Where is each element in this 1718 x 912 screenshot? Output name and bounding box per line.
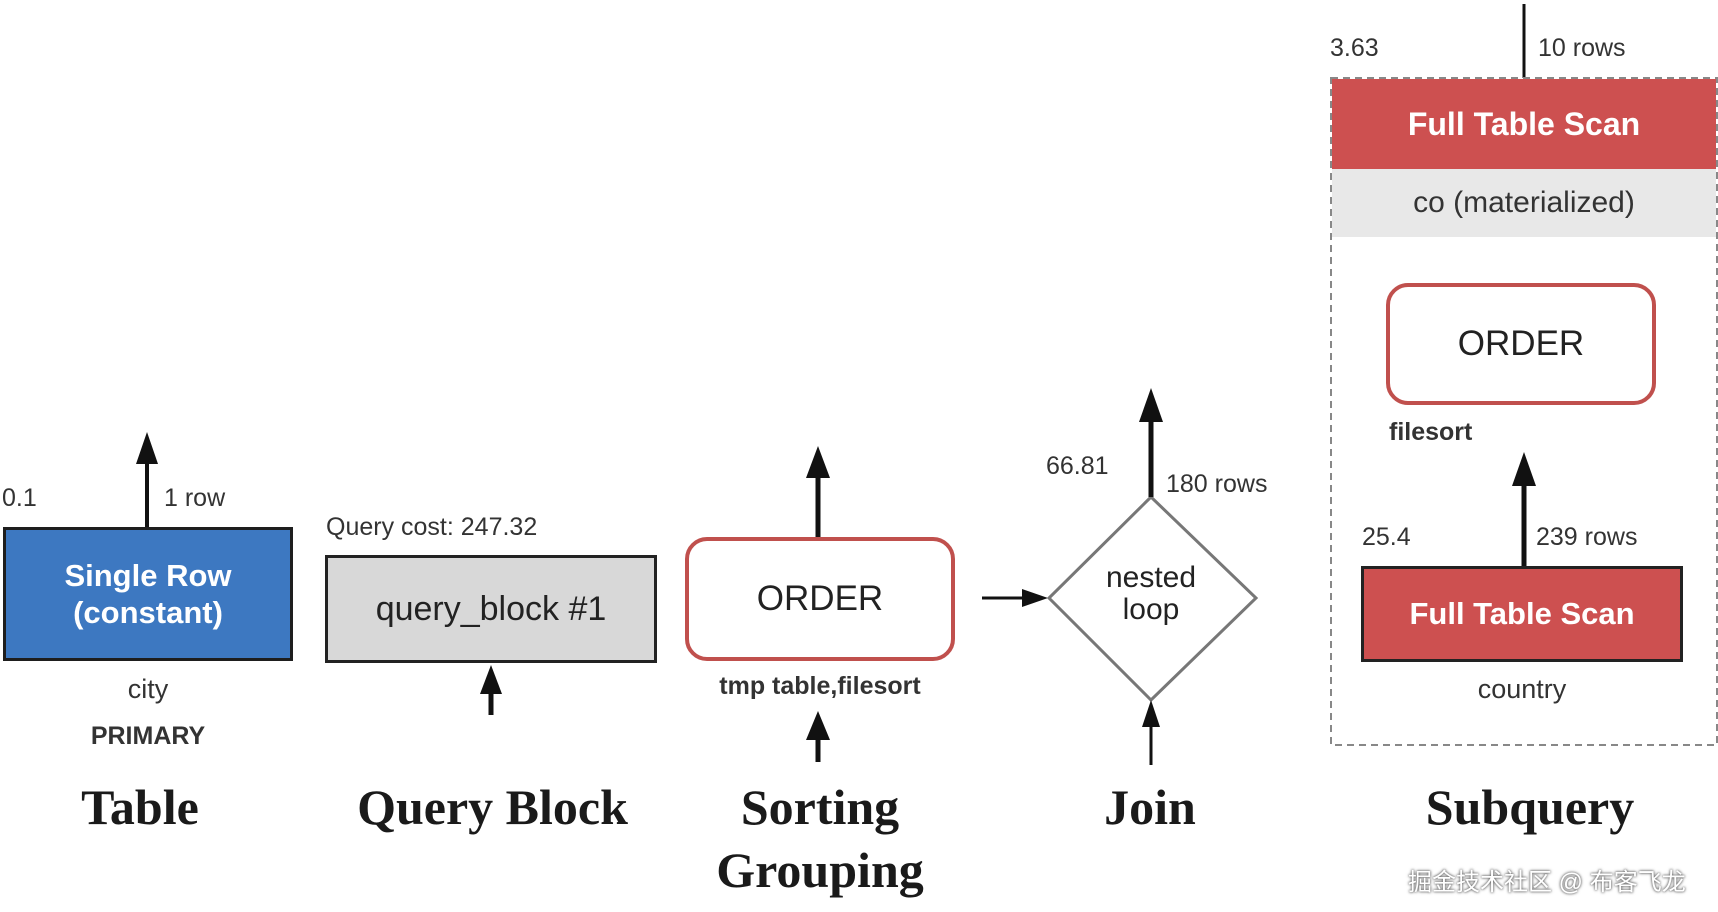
table-cost: 0.1 xyxy=(2,484,37,512)
subquery-rows: 10 rows xyxy=(1538,34,1626,62)
watermark-text: 掘金技术社区 @ 布客飞龙 xyxy=(1408,869,1686,896)
subquery-order-note: filesort xyxy=(1389,418,1473,446)
subquery-materialized-label: co (materialized) xyxy=(1413,186,1635,219)
table-box-line2: (constant) xyxy=(73,595,223,630)
caption-join: Join xyxy=(1104,779,1196,835)
table-key-name: PRIMARY xyxy=(90,722,206,750)
query-block-box: query_block #1 xyxy=(325,555,657,663)
caption-table: Table xyxy=(81,779,199,835)
subquery-order-label: ORDER xyxy=(1457,324,1585,363)
caption-query-block: Query Block xyxy=(357,779,628,835)
subquery-materialized-band: co (materialized) xyxy=(1332,169,1716,237)
join-output-arrow xyxy=(1139,388,1163,497)
sorting-output-arrow xyxy=(806,446,830,537)
subquery-inner-scan-box: Full Table Scan xyxy=(1361,566,1683,662)
join-cost: 66.81 xyxy=(1046,452,1109,480)
subquery-inner-rows: 239 rows xyxy=(1536,523,1638,551)
subquery-order-box: ORDER xyxy=(1386,283,1656,405)
join-bottom-input-arrow xyxy=(1142,700,1160,765)
join-label-line2: loop xyxy=(1122,592,1180,626)
subquery-inner-cost: 25.4 xyxy=(1362,523,1411,551)
table-name: city xyxy=(127,674,169,704)
table-output-arrow xyxy=(136,432,158,527)
subquery-inner-scan-label: Full Table Scan xyxy=(1409,596,1635,631)
caption-subquery: Subquery xyxy=(1425,779,1635,835)
table-access-box: Single Row (constant) xyxy=(3,527,293,661)
sorting-input-arrow xyxy=(806,711,830,762)
subquery-container xyxy=(1330,77,1718,746)
join-label: nested loop xyxy=(1061,562,1241,625)
join-rows: 180 rows xyxy=(1166,470,1268,498)
table-box-line1: Single Row xyxy=(64,557,232,593)
subquery-inner-arrow xyxy=(1512,452,1536,566)
sorting-note: tmp table,filesort xyxy=(719,672,921,700)
subquery-cost: 3.63 xyxy=(1330,34,1379,62)
join-label-line1: nested xyxy=(1105,561,1197,594)
query-block-input-arrow xyxy=(480,665,502,715)
subquery-header-label: Full Table Scan xyxy=(1407,105,1641,142)
subquery-header-scan: Full Table Scan xyxy=(1332,79,1716,169)
query-cost: Query cost: 247.32 xyxy=(326,513,538,541)
query-block-label: query_block #1 xyxy=(375,589,607,628)
join-left-input-arrow xyxy=(982,589,1048,607)
sorting-order-box: ORDER xyxy=(685,537,955,661)
caption-grouping: Grouping xyxy=(716,842,924,898)
sorting-order-label: ORDER xyxy=(756,579,884,618)
table-rows: 1 row xyxy=(164,484,226,512)
subquery-inner-table: country xyxy=(1477,674,1567,704)
caption-sorting: Sorting xyxy=(740,779,900,835)
